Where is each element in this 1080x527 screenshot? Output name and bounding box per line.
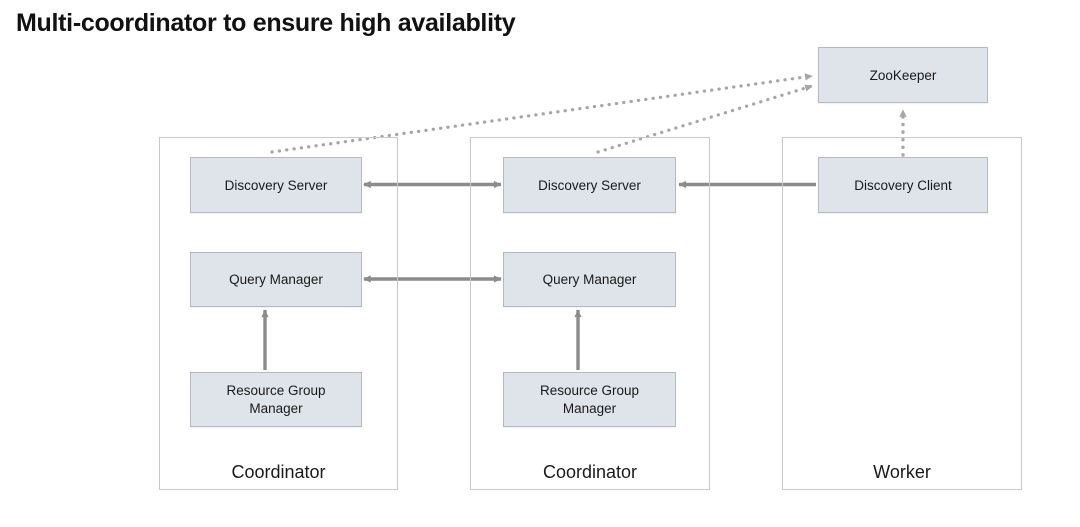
node-query-manager-2[interactable]: Query Manager [503,252,676,307]
node-discovery-server-2-label: Discovery Server [538,177,641,193]
node-resource-group-manager-2-label-line1: Resource Group [539,382,640,398]
node-resource-group-manager-1[interactable]: Resource Group Manager [190,372,362,427]
node-query-manager-2-label: Query Manager [542,272,637,287]
node-resource-group-manager-2[interactable]: Resource Group Manager [503,372,676,427]
panel-coordinator-2-label: Coordinator [542,462,638,482]
panel-coordinator-1: Coordinator [159,137,398,490]
node-query-manager-1[interactable]: Query Manager [190,252,362,307]
node-query-manager-1-label: Query Manager [229,272,323,287]
panel-coordinator-1-label: Coordinator [231,462,326,482]
panel-coordinator-2: Coordinator [470,137,710,490]
node-resource-group-manager-1-label-line1: Resource Group [226,382,326,398]
node-discovery-server-1[interactable]: Discovery Server [190,157,362,213]
node-discovery-client-label: Discovery Client [854,177,952,193]
page-title: Multi-coordinator to ensure high availab… [16,9,516,37]
node-zookeeper-label: ZooKeeper [869,67,937,83]
node-discovery-server-2[interactable]: Discovery Server [503,157,676,213]
panel-worker: Worker [782,137,1022,490]
node-discovery-server-1-label: Discovery Server [224,177,328,193]
node-zookeeper[interactable]: ZooKeeper [818,47,988,103]
node-resource-group-manager-2-label-line2: Manager [562,400,617,416]
node-discovery-client[interactable]: Discovery Client [818,157,988,213]
panel-worker-label: Worker [873,462,931,482]
node-resource-group-manager-1-label-line2: Manager [249,400,303,416]
